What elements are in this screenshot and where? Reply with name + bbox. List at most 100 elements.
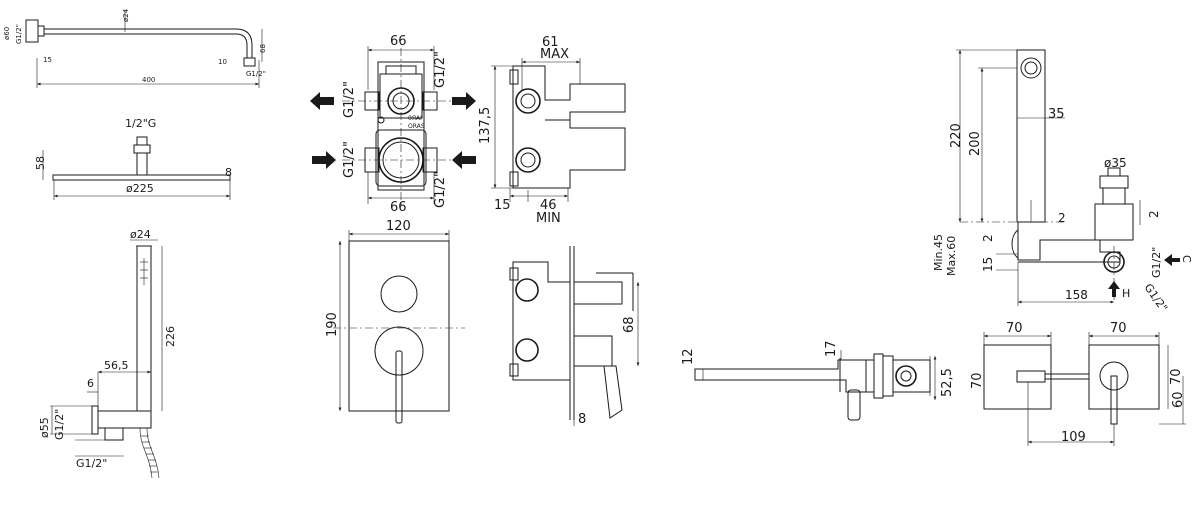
hand-thread-hose: G1/2"	[76, 457, 107, 470]
hand-shower-view: ø24 226 56,5 6 ø55 G1/2" G1/2"	[38, 228, 177, 479]
box-thread-bl: G1/2"	[342, 141, 357, 178]
hand-projection: 56,5	[104, 359, 129, 372]
mixer-gap-low: 2	[981, 234, 995, 242]
head-connector	[136, 136, 148, 146]
spout-outlet	[1016, 370, 1046, 383]
mixer-d-cartridge: ø35	[1104, 156, 1127, 170]
flow-out-left-arrow-icon	[310, 92, 334, 110]
mixer-length: 158	[1065, 288, 1088, 302]
trim-side-view: 68 8	[509, 246, 640, 427]
hot-inlet-arrow-icon	[1108, 281, 1120, 297]
spout-handle	[847, 389, 861, 421]
hand-d-handle: ø24	[130, 228, 151, 241]
rose-neck	[37, 25, 45, 37]
arm-tip: 10	[218, 58, 227, 66]
shower-arm-view: ø60 G1/2" ø24 15 400 68 10 G1/2"	[3, 8, 267, 88]
arm-drop: 68	[259, 44, 267, 53]
wall-elbow	[97, 410, 152, 429]
plate-centers: 109	[1061, 430, 1086, 445]
mixer-max-label: Max.60	[945, 236, 958, 276]
lever-side	[603, 365, 623, 419]
plate-w-left: 70	[1006, 321, 1023, 336]
plate-h-right: 70	[1169, 368, 1184, 385]
trim-projection: 68	[622, 316, 637, 333]
wall-rose	[25, 19, 39, 43]
box-side-view: 61 MAX 137,5 15 46 MIN	[478, 35, 626, 226]
plate-h-small: 60	[1171, 391, 1186, 408]
arm-length: 400	[142, 76, 155, 84]
hand-handle-len: 226	[164, 326, 177, 347]
shower-head-view: 1/2"G 58 8 ø225	[34, 117, 232, 200]
mixer-min-label: Min.45	[932, 234, 945, 271]
box-thread-tr: G1/2"	[433, 51, 448, 88]
box-width-top: 66	[390, 34, 407, 49]
flow-in-right-arrow-icon	[452, 151, 476, 169]
mixer-thread-hot: G1/2"	[1150, 247, 1163, 278]
arm-bend-inner	[235, 33, 248, 58]
head-connection: 1/2"G	[125, 117, 156, 130]
mixer-base	[1017, 222, 1121, 263]
mixer-cold: C	[1180, 255, 1193, 263]
box-min-label: MIN	[536, 211, 561, 226]
mixer-total: 220	[949, 123, 964, 148]
trim-height: 190	[325, 312, 340, 337]
arm-bend-outer	[235, 28, 253, 58]
plate-w-right: 70	[1110, 321, 1127, 336]
head-height: 58	[34, 156, 47, 170]
box-max-label: MAX	[540, 47, 569, 62]
cold-inlet-arrow-icon	[1164, 254, 1180, 266]
box-side-outline	[512, 65, 626, 189]
plate-h-left: 70	[970, 372, 985, 389]
mixer-handle-base	[374, 326, 424, 376]
mixer-thread-cold: G1/2"	[1142, 281, 1171, 314]
spout-h-left: 12	[681, 348, 696, 365]
mixer-column	[1016, 49, 1046, 223]
basin-mixer-view: 220 200 35 ø35 2 2 2 Min.45 Max.60 15 15…	[932, 49, 1193, 314]
box-logo-b: ORAS	[408, 123, 425, 130]
box-depth-max: 61	[542, 35, 559, 50]
trim-plate-view: 120 190	[325, 219, 465, 424]
box-logo-a: 0ЯAI	[408, 115, 422, 122]
box-front-view: 0ЯAI ORAS 66 66 G1/2" G1/2" G1/2" G1/2"	[310, 34, 476, 215]
spout-side-view: 12 17 52,5	[681, 340, 955, 421]
box-height: 137,5	[478, 107, 493, 144]
head-thickness: 8	[225, 166, 232, 179]
hand-thread-elbow: G1/2"	[53, 409, 66, 440]
plates-front-view: 70 70 70 70 60 109	[970, 321, 1186, 446]
mixer-lever	[395, 350, 403, 424]
box-width-bottom: 66	[390, 200, 407, 215]
box-base: 15	[494, 198, 511, 213]
box-depth-min: 46	[540, 198, 557, 213]
mixer-gap-side: 2	[1058, 211, 1066, 225]
mixer-body: 200	[968, 131, 983, 156]
arm-thread-end: G1/2"	[246, 70, 266, 78]
flow-in-left-arrow-icon	[312, 151, 336, 169]
arm-thread-top: G1/2"	[15, 24, 23, 44]
arm-d-rose: ø60	[3, 27, 11, 40]
hand-thickness: 6	[87, 377, 94, 390]
box-thread-tl: G1/2"	[342, 81, 357, 118]
box-thread-br: G1/2"	[433, 171, 448, 208]
trim-thickness: 8	[578, 412, 586, 427]
trim-plate	[348, 240, 450, 412]
trim-width: 120	[386, 219, 411, 234]
handle-base-side	[574, 335, 613, 367]
mixer-base-h: 15	[981, 257, 995, 272]
mixer-gap: 2	[1147, 210, 1161, 218]
head-diameter: ø225	[126, 182, 154, 195]
spout-plate	[983, 344, 1052, 410]
mixer-hot: H	[1122, 287, 1130, 300]
flow-out-right-arrow-icon	[452, 92, 476, 110]
arm-nozzle	[243, 57, 256, 67]
arm-d-pipe: ø24	[122, 8, 130, 22]
hand-d-elbow: ø55	[38, 417, 51, 438]
diverter-side	[573, 281, 623, 305]
diverter-knob	[380, 275, 418, 313]
spout-h-mid: 17	[824, 340, 839, 357]
arm-wall: 15	[43, 56, 52, 64]
spout-dim: 52,5	[940, 368, 955, 397]
head-plate	[52, 174, 231, 181]
handle-plate	[1088, 344, 1160, 410]
mixer-spout: 35	[1048, 107, 1065, 122]
